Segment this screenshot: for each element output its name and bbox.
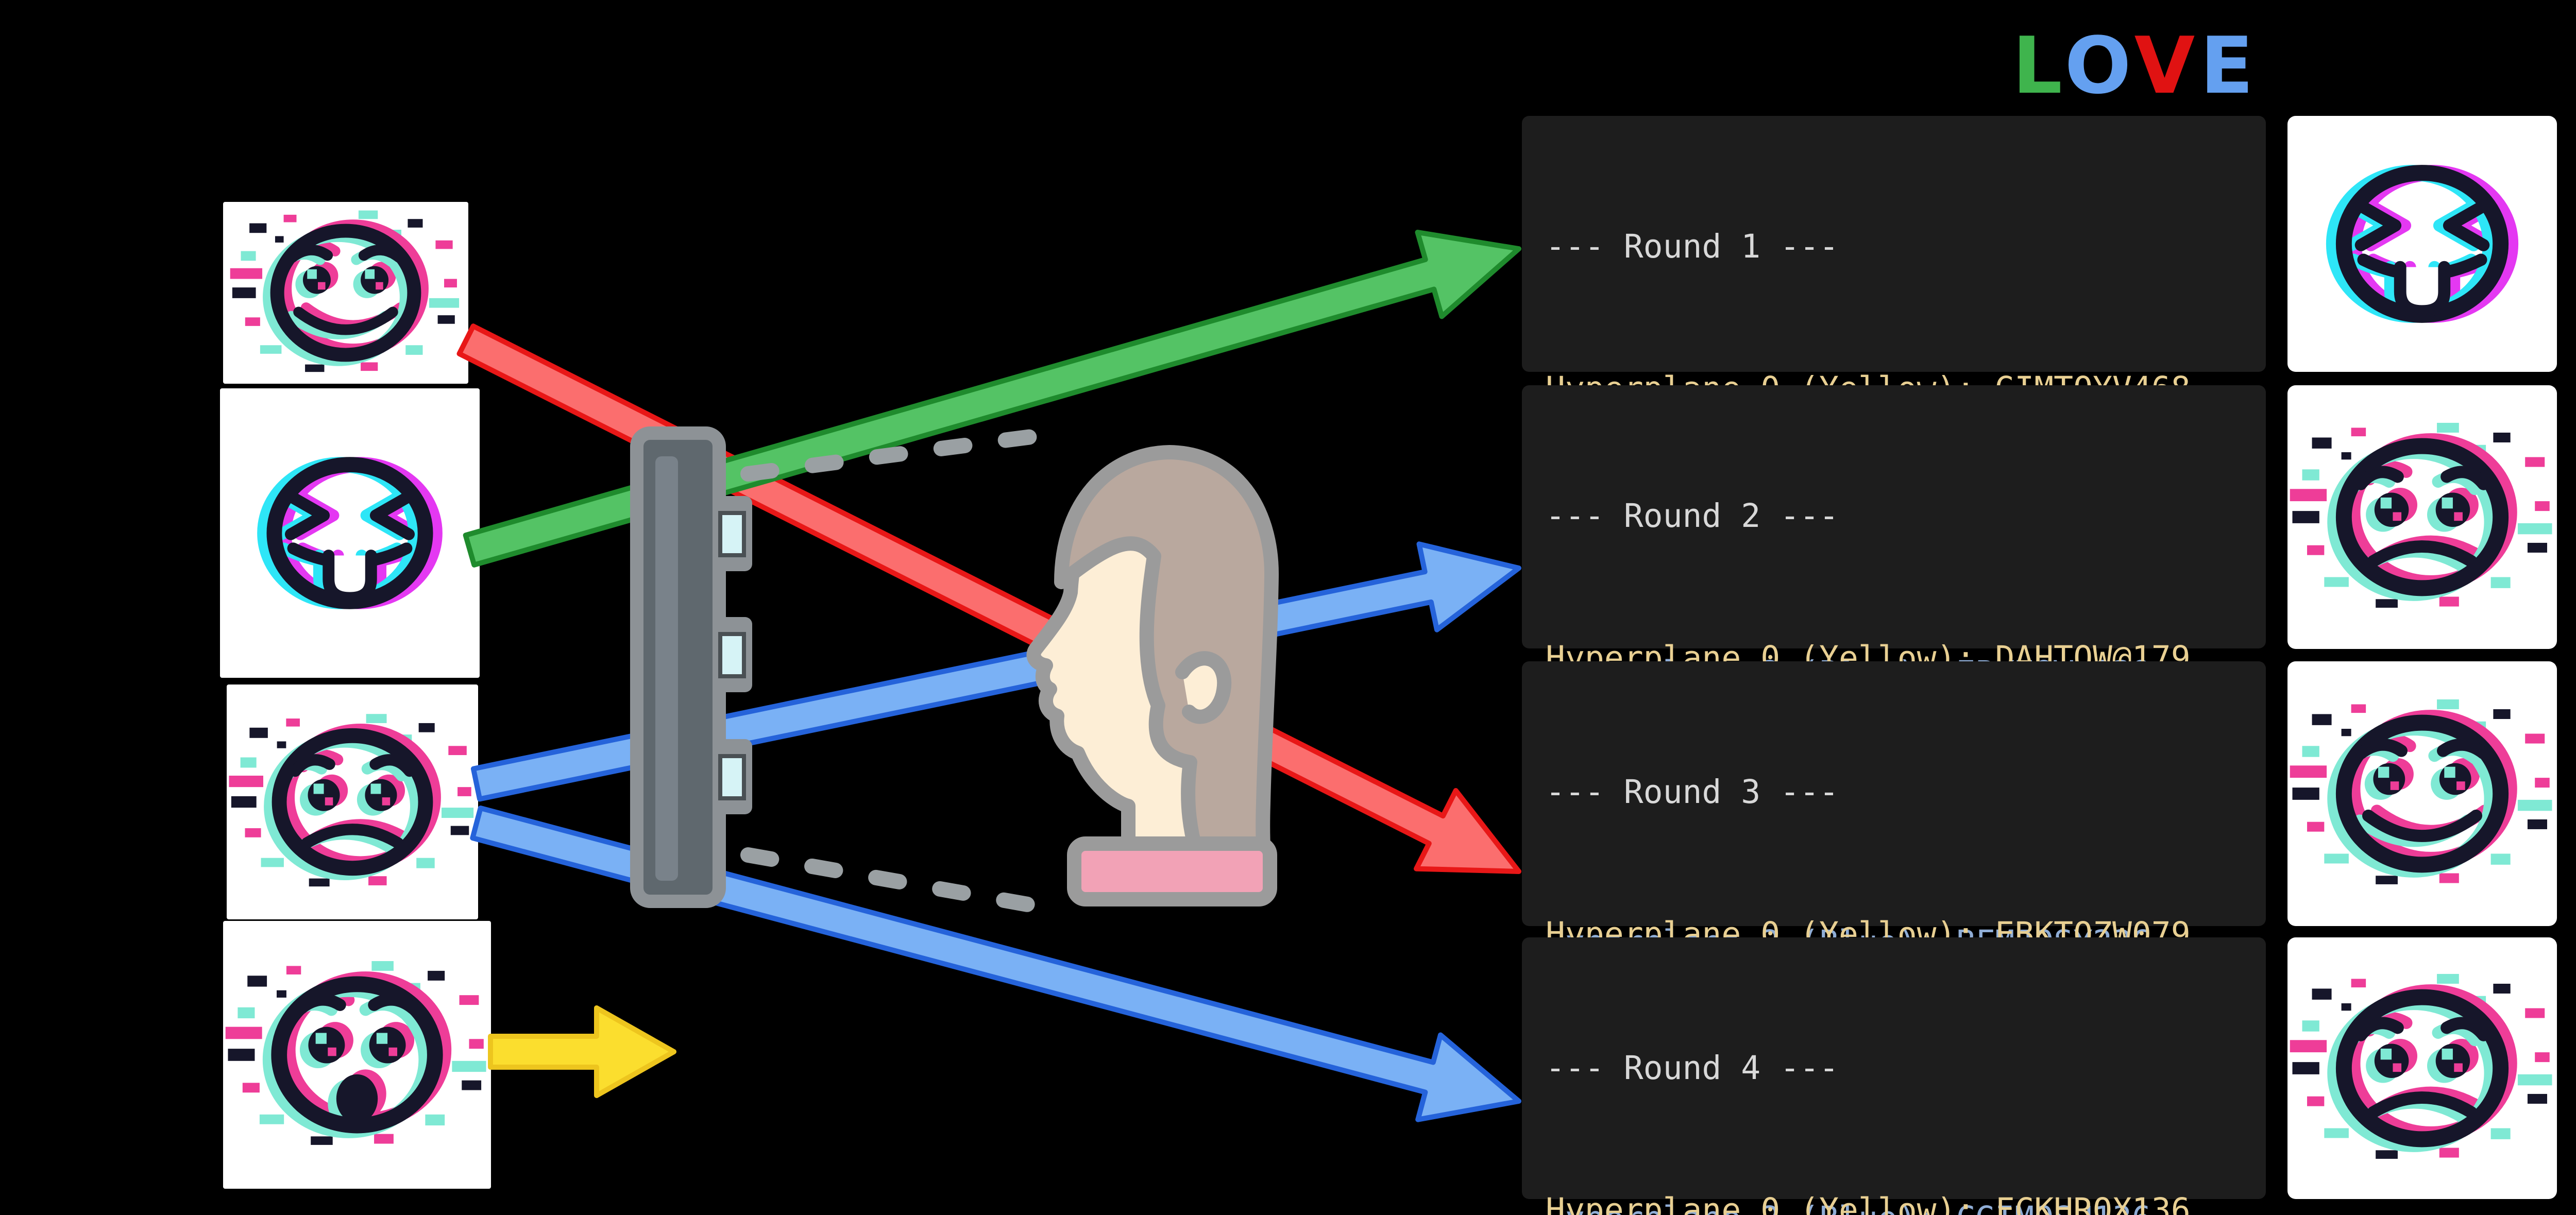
left-emoji-surprised-face — [223, 921, 491, 1189]
hyperplane-line: Hyperplane 2 (Blue): CGIMOSU136 — [1546, 1195, 2256, 1215]
scanner-slot — [718, 511, 746, 557]
round-4-panel: --- Round 4 --- Hyperplane 0 (Yellow): F… — [1522, 937, 2266, 1215]
left-emoji-xd-tongue-face — [220, 388, 480, 678]
round-1-panel: --- Round 1 --- Hyperplane 0 (Yellow): G… — [1522, 116, 2266, 834]
round-1-emoji-xd-tongue-face — [2287, 116, 2557, 372]
round-4-emoji-worried-face — [2287, 937, 2557, 1199]
head-collar — [1067, 836, 1277, 906]
scanner-port — [713, 739, 752, 814]
blue-arrow-1 — [470, 541, 1521, 802]
left-emoji-worried-face — [227, 684, 478, 919]
view-cone-top-dashed-line — [740, 426, 1059, 482]
view-cone-bottom-dashed-line — [740, 847, 1059, 916]
page-title: LOVE — [2012, 27, 2253, 105]
love-letter-o: O — [2064, 20, 2134, 111]
head-ear — [1175, 651, 1232, 724]
hyperplane-code: FCKHROX136 — [1995, 1191, 2191, 1215]
round-3-title: --- Round 3 --- — [1546, 773, 1839, 811]
love-letter-e: E — [2200, 20, 2259, 111]
hyperplane-code: CGIMOSU136 — [1956, 1200, 2151, 1215]
scanner-port — [713, 617, 752, 692]
left-emoji-smiley-face — [223, 202, 468, 384]
round-2-title: --- Round 2 --- — [1546, 497, 1839, 535]
blue-arrow-2 — [470, 806, 1521, 1122]
round-2-emoji-worried-face — [2287, 385, 2557, 649]
yellow-arrow — [488, 1005, 676, 1098]
scanner-inner-highlight — [655, 456, 678, 881]
head-face — [1026, 472, 1246, 872]
scanner-panel — [630, 426, 752, 908]
round-3-emoji-smiley-face — [2287, 661, 2557, 926]
scanner-slot — [718, 632, 746, 678]
love-letter-v: V — [2134, 20, 2200, 111]
round-4-title: --- Round 4 --- — [1546, 1049, 1839, 1087]
round-2-panel: --- Round 2 --- Hyperplane 0 (Yellow): D… — [1522, 385, 2266, 1103]
scanner-port — [713, 496, 752, 571]
hyperplane-line: Hyperplane 0 (Yellow): FCKHROX136 — [1546, 1187, 2256, 1215]
head-hair — [1054, 445, 1279, 872]
head-profile-icon — [1026, 445, 1279, 906]
scanner-slot — [718, 754, 746, 800]
round-1-title: --- Round 1 --- — [1546, 228, 1839, 265]
round-3-panel: --- Round 3 --- Hyperplane 0 (Yellow): E… — [1522, 661, 2266, 1215]
red-arrow — [456, 323, 1521, 874]
love-letter-l: L — [2012, 20, 2065, 111]
green-arrow — [463, 230, 1521, 568]
